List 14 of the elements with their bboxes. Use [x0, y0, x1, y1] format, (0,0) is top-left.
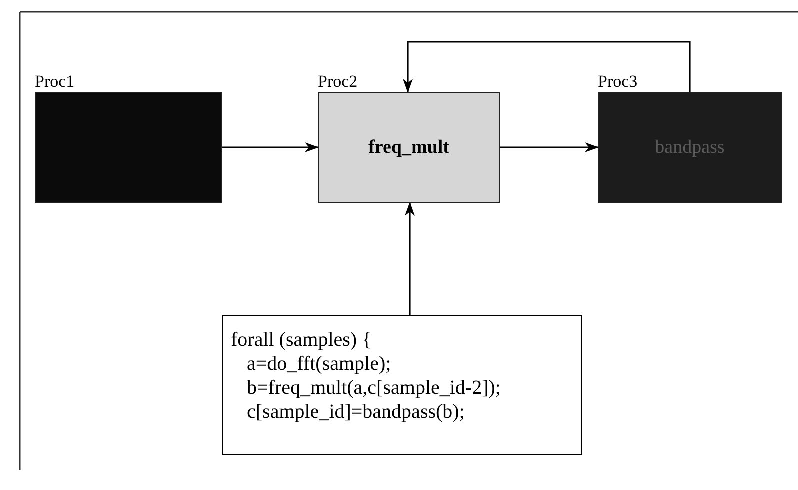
process-name: freq_mult: [368, 136, 450, 158]
code-line: a=do_fft(sample);: [247, 352, 392, 376]
process-name: bandpass: [655, 136, 725, 158]
code-line: forall (samples) {: [231, 328, 372, 352]
arrow: [500, 142, 599, 152]
process-label: Proc1: [35, 72, 75, 92]
code-box: [222, 315, 582, 455]
code-line: b=freq_mult(a,c[sample_id-2]);: [247, 376, 501, 400]
arrow: [222, 142, 319, 152]
code-line: c[sample_id]=bandpass(b);: [247, 400, 465, 424]
process-label: Proc3: [598, 72, 638, 92]
arrow: [405, 202, 415, 315]
arrow: [403, 41, 691, 93]
process-label: Proc2: [318, 72, 358, 92]
